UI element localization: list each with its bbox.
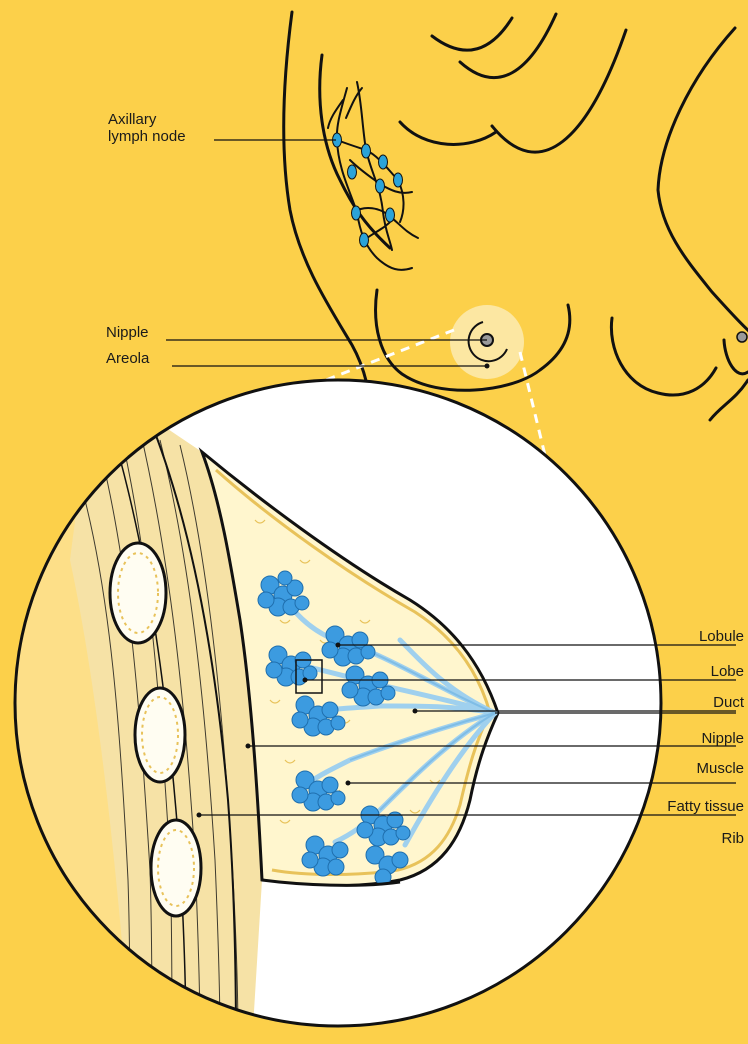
label-muscle: Muscle <box>696 760 744 777</box>
label-nipple: Nipple <box>701 730 744 747</box>
label-lobe: Lobe <box>711 663 744 680</box>
label-lobule: Lobule <box>699 628 744 645</box>
label-axillary-lymph-node: Axillary lymph node <box>108 111 186 145</box>
label-nipple-external: Nipple <box>106 324 149 341</box>
external-areola <box>450 305 747 379</box>
label-rib: Rib <box>721 830 744 847</box>
lymph-vessels <box>328 82 418 270</box>
torso-outline <box>284 12 748 432</box>
label-fatty-tissue: Fatty tissue <box>667 798 744 815</box>
label-duct: Duct <box>713 694 744 711</box>
label-areola: Areola <box>106 350 149 367</box>
